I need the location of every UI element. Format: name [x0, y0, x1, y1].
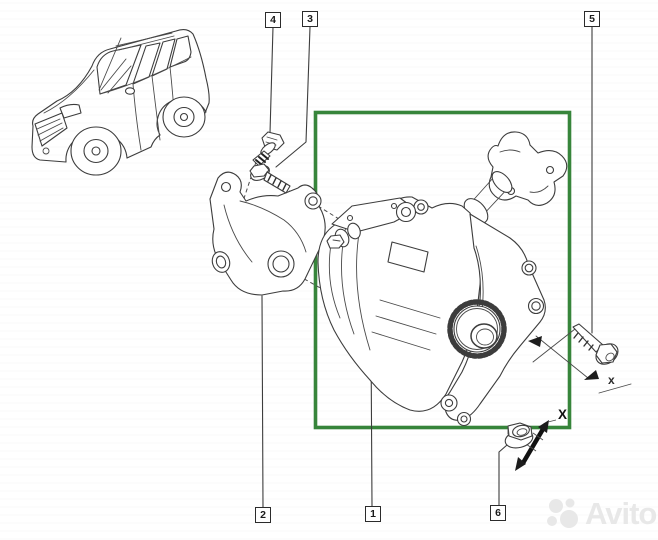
vehicle-illustration: [31, 28, 210, 176]
leader-line-2: [261, 295, 264, 508]
leader-line-6: [498, 444, 508, 506]
callout-box-1: 1: [365, 506, 381, 522]
stud-arrow: [515, 419, 557, 471]
assembly-arrow-icon: [584, 370, 599, 380]
bolt-4-drawing: [252, 131, 285, 167]
callout-box-3: 3: [302, 11, 318, 27]
bolt-3-drawing: [249, 163, 291, 194]
flange-nut-drawing: [504, 422, 534, 449]
assembly-arrow-icon: [528, 336, 542, 347]
highlight-box: [313, 110, 572, 430]
watermark-brand-text: Avito: [585, 496, 657, 531]
avito-logo-icon: [547, 498, 578, 528]
callout-box-5: 5: [584, 11, 600, 27]
callout-box-2: 2: [255, 507, 271, 523]
callout-leader-lines: [261, 25, 593, 508]
output-flange: [487, 131, 568, 206]
bolt-5-drawing: [528, 323, 632, 394]
callout-box-6: 6: [490, 505, 506, 521]
watermark: Avito: [544, 492, 658, 536]
axis-marker-x-small: x: [608, 373, 615, 387]
leader-line-4: [269, 26, 274, 134]
axis-marker-x-large: X: [558, 407, 567, 422]
mounting-bracket-drawing: [209, 171, 326, 296]
leader-line-3: [275, 26, 311, 168]
spline-gear: [447, 299, 507, 359]
transfer-case-drawing: [317, 131, 568, 427]
callout-box-4: 4: [265, 12, 281, 28]
